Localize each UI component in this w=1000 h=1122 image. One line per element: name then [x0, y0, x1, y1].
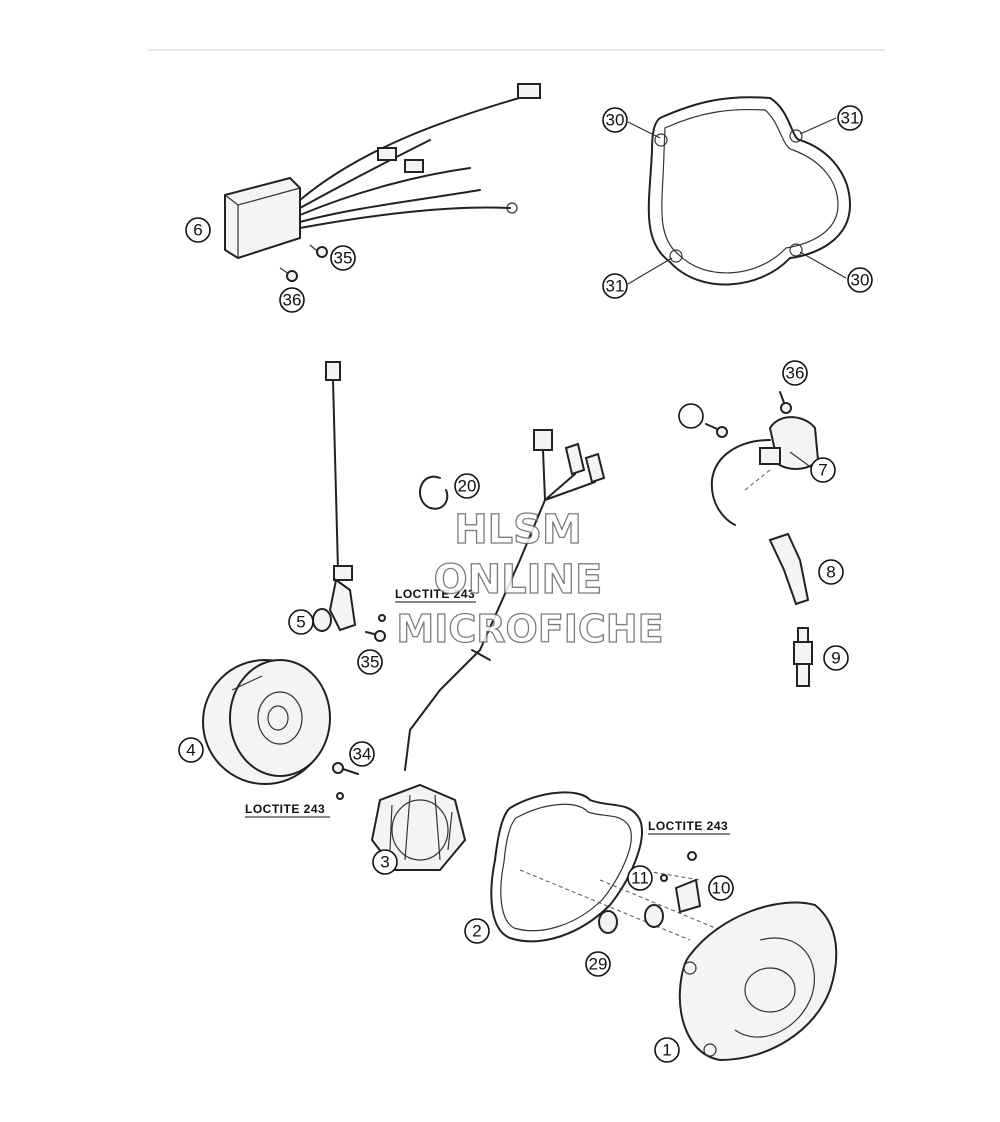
svg-text:HLSM: HLSM — [454, 507, 582, 553]
spark-plug-cap-drawing — [768, 532, 810, 606]
callout-10: 10 — [708, 875, 734, 901]
leader-lines — [627, 117, 847, 469]
callout-31-a: 31 — [837, 105, 863, 131]
svg-text:31: 31 — [841, 109, 860, 128]
svg-text:30: 30 — [851, 271, 870, 290]
clip-ring-drawing — [419, 475, 449, 510]
svg-text:5: 5 — [296, 613, 305, 632]
svg-text:36: 36 — [786, 364, 805, 383]
ignition-cover-drawing — [678, 901, 838, 1062]
svg-text:34: 34 — [353, 745, 372, 764]
fastener-drawings — [286, 246, 792, 800]
callout-20: 20 — [454, 473, 480, 499]
small-parts-drawing — [598, 851, 702, 934]
callout-36-a: 36 — [782, 360, 808, 386]
callout-31-b: 31 — [602, 273, 628, 299]
callout-30-b: 30 — [847, 267, 873, 293]
svg-text:2: 2 — [472, 922, 481, 941]
ignition-cover-gasket-drawing — [490, 791, 643, 943]
svg-text:11: 11 — [631, 869, 649, 888]
svg-text:MICROFICHE: MICROFICHE — [396, 607, 663, 651]
cover-gasket-drawing — [647, 96, 851, 286]
stator-drawing — [370, 429, 606, 871]
svg-text:31: 31 — [606, 277, 625, 296]
callout-35-a: 35 — [330, 245, 356, 271]
svg-text:30: 30 — [606, 111, 625, 130]
callout-5: 5 — [288, 609, 314, 635]
callout-32: 34 — [349, 741, 375, 767]
callout-35-b: 36 — [279, 287, 305, 313]
callout-29: 29 — [585, 951, 611, 977]
watermark: HLSM ONLINE MICROFICHE — [396, 506, 664, 651]
callout-2: 2 — [464, 918, 490, 944]
callout-36-b — [678, 403, 704, 429]
callout-9: 9 — [823, 645, 849, 671]
svg-text:35: 35 — [334, 249, 353, 268]
svg-text:36: 36 — [283, 291, 302, 310]
svg-text:10: 10 — [712, 879, 731, 898]
svg-text:29: 29 — [589, 955, 608, 974]
loctite-note-left: LOCTITE 243 — [245, 802, 325, 816]
callout-30-a: 30 — [602, 107, 628, 133]
callout-11: 11 — [627, 865, 653, 891]
svg-text:35: 35 — [361, 653, 380, 672]
svg-text:7: 7 — [818, 461, 827, 480]
loctite-note-top: LOCTITE 243 — [395, 587, 475, 601]
cdi-unit-drawing — [224, 83, 541, 277]
callout-34: 35 — [357, 649, 383, 675]
callout-1: 1 — [654, 1037, 680, 1063]
svg-text:20: 20 — [458, 477, 477, 496]
svg-text:8: 8 — [826, 563, 835, 582]
callout-4: 4 — [178, 737, 204, 763]
svg-text:3: 3 — [380, 853, 389, 872]
loctite-note-right: LOCTITE 243 — [648, 819, 728, 833]
svg-text:1: 1 — [662, 1041, 671, 1060]
svg-text:6: 6 — [193, 221, 202, 240]
callout-8: 8 — [818, 559, 844, 585]
callout-7: 7 — [810, 457, 836, 483]
callout-6: 6 — [185, 217, 211, 243]
spark-plug-drawing — [793, 627, 813, 687]
svg-text:4: 4 — [186, 741, 195, 760]
svg-text:ONLINE: ONLINE — [434, 557, 603, 603]
callout-3: 3 — [372, 849, 398, 875]
svg-text:9: 9 — [831, 649, 840, 668]
flywheel-rotor-drawing — [202, 659, 331, 785]
pickup-sensor-drawing — [312, 361, 357, 632]
